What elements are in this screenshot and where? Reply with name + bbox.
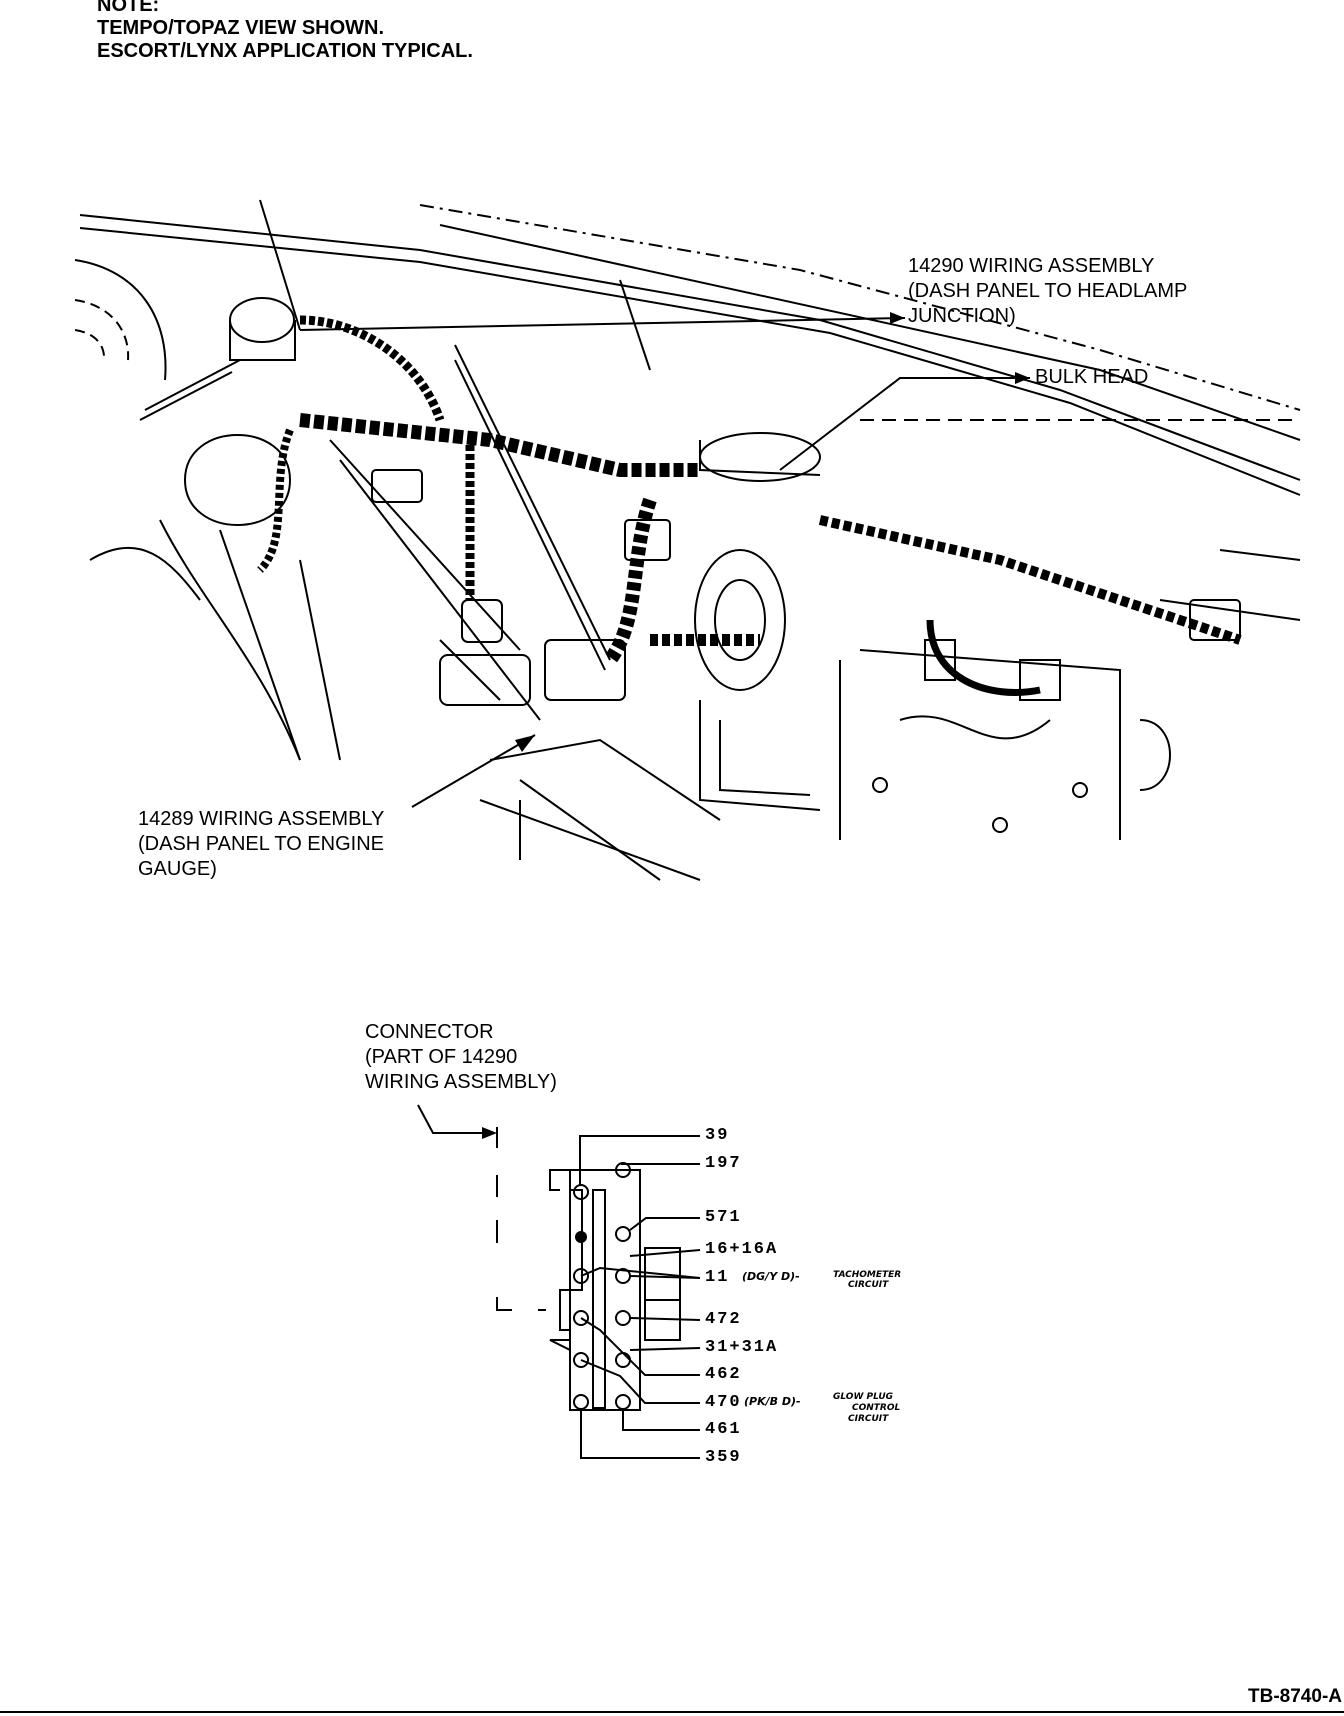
pin-label-470: 470 [705, 1393, 742, 1412]
pin-470-desc-line-2: CONTROL [852, 1403, 901, 1413]
pin-470-wire-color: (PK/B D)- [744, 1395, 801, 1408]
callout-14290-line-2: (DASH PANEL TO HEADLAMP [908, 280, 1188, 302]
note-line-2: ESCORT/LYNX APPLICATION TYPICAL. [97, 40, 473, 62]
callout-bulk-head: BULK HEAD [1035, 366, 1149, 388]
callout-connector-line-3: WIRING ASSEMBLY) [365, 1071, 557, 1093]
note-line-1: TEMPO/TOPAZ VIEW SHOWN. [97, 17, 385, 39]
callout-connector-line-1: CONNECTOR [365, 1021, 494, 1043]
callout-14289-line-3: GAUGE) [138, 858, 217, 880]
callout-14289-line-2: (DASH PANEL TO ENGINE [138, 833, 384, 855]
pin-label-11: 11 [705, 1268, 730, 1287]
figure-reference: TB-8740-A [1248, 1686, 1342, 1707]
callout-14290-wiring-assembly: 14290 WIRING ASSEMBLY (DASH PANEL TO HEA… [908, 254, 1187, 329]
callout-14290-line-1: 14290 WIRING ASSEMBLY [908, 255, 1155, 277]
callout-connector: CONNECTOR (PART OF 14290 WIRING ASSEMBLY… [365, 1020, 557, 1095]
pin-11-desc-line-2: CIRCUIT [848, 1280, 889, 1290]
pin-label-359: 359 [705, 1448, 742, 1467]
pin-label-472: 472 [705, 1310, 742, 1329]
callout-14289-wiring-assembly: 14289 WIRING ASSEMBLY (DASH PANEL TO ENG… [138, 807, 384, 882]
note-block: NOTE: TEMPO/TOPAZ VIEW SHOWN. ESCORT/LYN… [97, 0, 473, 63]
pin-11-wire-color: (DG/Y D)- [742, 1270, 800, 1283]
pin-label-197: 197 [705, 1154, 742, 1173]
pin-470-desc-line-3: CIRCUIT [848, 1414, 889, 1424]
pin-label-39: 39 [705, 1126, 730, 1145]
pin-11-desc-line-1: TACHOMETER [833, 1270, 902, 1280]
pin-label-461: 461 [705, 1420, 742, 1439]
pin-label-462: 462 [705, 1365, 742, 1384]
callout-14290-line-3: JUNCTION) [908, 305, 1016, 327]
callout-14289-line-1: 14289 WIRING ASSEMBLY [138, 808, 385, 830]
note-title: NOTE: [97, 0, 160, 16]
pin-label-16: 16+16A [705, 1240, 779, 1259]
callout-connector-line-2: (PART OF 14290 [365, 1046, 518, 1068]
pin-label-571: 571 [705, 1208, 742, 1227]
pin-label-31: 31+31A [705, 1338, 779, 1357]
pin-470-desc-line-1: GLOW PLUG [833, 1392, 894, 1402]
